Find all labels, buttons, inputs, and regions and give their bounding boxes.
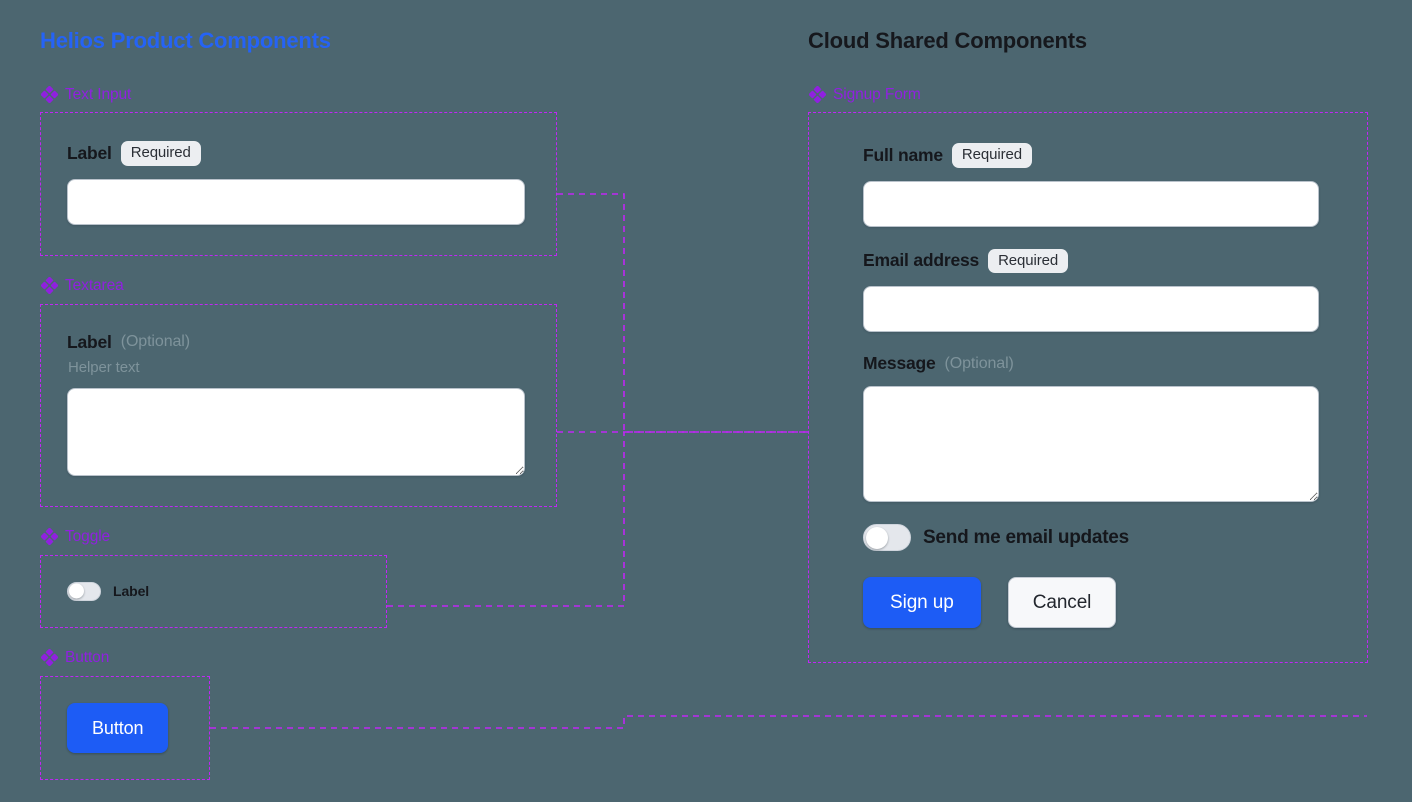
- toggle-knob: [69, 583, 84, 599]
- form-field-message: Message (Optional): [863, 352, 1319, 503]
- field-label-row: Label Required: [67, 141, 530, 166]
- form-field-email-address: Email address Required: [863, 248, 1319, 332]
- form-actions: Sign up Cancel: [863, 577, 1313, 629]
- section-header-textarea: Textarea: [41, 276, 600, 296]
- message-textarea[interactable]: [863, 386, 1319, 503]
- section-label-signup-form: Signup Form: [833, 85, 921, 103]
- field-label: Label: [67, 331, 112, 352]
- button-demo[interactable]: Button: [67, 702, 169, 753]
- field-label: Full name: [863, 144, 943, 165]
- email-updates-toggle[interactable]: [863, 524, 911, 552]
- section-label-toggle: Toggle: [65, 528, 111, 546]
- component-frame-signup-form: Full name Required Email address Require…: [808, 112, 1368, 664]
- diamond-icon: [41, 277, 58, 295]
- cancel-button[interactable]: Cancel: [1007, 577, 1117, 629]
- field-label-row: Label (Optional): [67, 331, 530, 352]
- section-header-button: Button: [41, 648, 600, 668]
- form-field-full-name: Full name Required: [863, 143, 1319, 227]
- diamond-icon: [41, 85, 58, 103]
- component-frame-text-input: Label Required: [40, 112, 557, 256]
- required-badge: Required: [120, 141, 201, 166]
- field-label: Email address: [863, 250, 980, 271]
- field-label: Label: [67, 142, 112, 163]
- optional-tag: (Optional): [120, 333, 190, 351]
- optional-tag: (Optional): [944, 354, 1014, 372]
- full-name-input[interactable]: [863, 180, 1319, 227]
- toggle-switch-demo[interactable]: [67, 581, 101, 601]
- field-label: Message: [863, 352, 936, 373]
- textarea-demo[interactable]: [67, 387, 525, 476]
- toggle-label: Label: [113, 583, 150, 600]
- section-label-text-input: Text Input: [65, 85, 132, 103]
- email-updates-label: Send me email updates: [923, 526, 1129, 548]
- section-label-button: Button: [65, 649, 110, 667]
- section-label-textarea: Textarea: [65, 276, 124, 294]
- field-label-row: Full name Required: [863, 143, 1313, 168]
- helper-text: Helper text: [68, 358, 140, 376]
- field-label-row: Message (Optional): [863, 352, 1313, 373]
- email-updates-toggle-row: Send me email updates: [863, 524, 1313, 552]
- right-column: Cloud Shared Components Signup Form Full…: [808, 28, 1378, 664]
- diamond-icon: [41, 528, 58, 546]
- left-column-title: Helios Product Components: [40, 28, 331, 53]
- diamond-icon: [809, 85, 826, 103]
- component-frame-textarea: Label (Optional) Helper text: [40, 303, 557, 507]
- section-header-toggle: Toggle: [41, 527, 600, 547]
- right-column-title: Cloud Shared Components: [808, 28, 1087, 53]
- toggle-knob: [865, 526, 888, 549]
- text-input-demo[interactable]: [67, 178, 525, 225]
- toggle-row: Label: [67, 581, 360, 601]
- sign-up-button[interactable]: Sign up: [863, 577, 981, 629]
- field-label-row: Email address Required: [863, 248, 1313, 273]
- left-column: Helios Product Components Text Input Lab…: [40, 28, 600, 780]
- component-frame-button: Button: [40, 675, 210, 780]
- required-badge: Required: [988, 248, 1069, 273]
- email-address-input[interactable]: [863, 285, 1319, 332]
- component-frame-toggle: Label: [40, 554, 387, 628]
- section-header-text-input: Text Input: [41, 84, 600, 104]
- required-badge: Required: [951, 143, 1032, 168]
- diamond-icon: [41, 649, 58, 667]
- section-header-signup-form: Signup Form: [809, 84, 1378, 104]
